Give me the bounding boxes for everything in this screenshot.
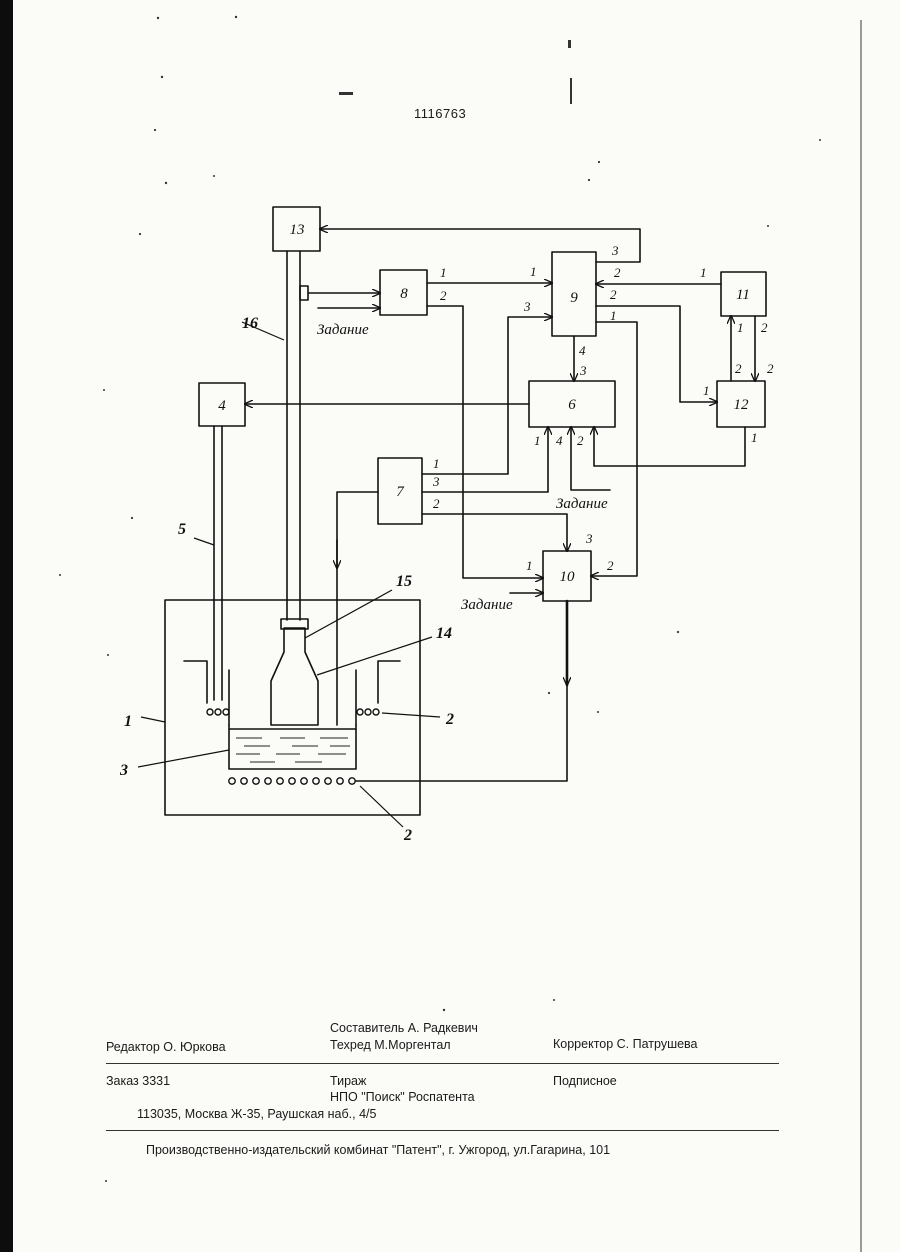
port-8-out1: 1 bbox=[440, 265, 447, 280]
chamber bbox=[165, 600, 420, 815]
corrector-line: Корректор С. Патрушева bbox=[553, 1037, 698, 1051]
port-12-in2: 2 bbox=[735, 361, 742, 376]
port-9-in2: 2 bbox=[614, 265, 621, 280]
block-7-label: 7 bbox=[396, 484, 405, 500]
port-12-in2b: 2 bbox=[767, 361, 774, 376]
callout-15: 15 bbox=[396, 573, 412, 590]
circulation-line: Тираж bbox=[330, 1074, 366, 1088]
port-7-out2: 2 bbox=[433, 496, 440, 511]
line-7-to-10 bbox=[422, 514, 567, 551]
callout-2-upper: 2 bbox=[445, 711, 454, 728]
line-7-to-6 bbox=[422, 427, 548, 492]
line-9-to-13 bbox=[320, 229, 640, 262]
port-9-out3: 3 bbox=[611, 243, 619, 258]
editor-line: Редактор О. Юркова bbox=[106, 1040, 226, 1054]
port-7-out3: 3 bbox=[432, 474, 440, 489]
block-11-label: 11 bbox=[736, 287, 750, 303]
divider-bottom bbox=[106, 1130, 779, 1131]
port-10-in1: 1 bbox=[526, 558, 533, 573]
block-8-label: 8 bbox=[400, 286, 408, 302]
callout-5: 5 bbox=[178, 521, 186, 538]
divider-top bbox=[106, 1063, 779, 1064]
setpoint-label-8: Задание bbox=[317, 322, 369, 338]
callout-3: 3 bbox=[119, 762, 128, 779]
line-12-to-6 bbox=[594, 427, 745, 466]
setpoint-label-6: Задание bbox=[556, 496, 608, 512]
line-9-to-10 bbox=[591, 322, 637, 576]
line-10-to-heater bbox=[356, 685, 567, 781]
order-line: Заказ 3331 bbox=[106, 1074, 170, 1088]
port-6-in1: 1 bbox=[534, 433, 541, 448]
bottle bbox=[271, 628, 318, 725]
block-10-label: 10 bbox=[560, 569, 576, 585]
block-4-label: 4 bbox=[218, 398, 226, 414]
port-10-in2: 2 bbox=[607, 558, 614, 573]
port-9-in3: 3 bbox=[523, 299, 531, 314]
port-11-in1: 1 bbox=[737, 320, 744, 335]
port-6-in4: 4 bbox=[556, 433, 563, 448]
plant-line: Производственно-издательский комбинат "П… bbox=[146, 1143, 610, 1157]
port-6-in3: 3 bbox=[579, 363, 587, 378]
block-9-label: 9 bbox=[570, 290, 578, 306]
port-7-out1: 1 bbox=[433, 456, 440, 471]
block-6-label: 6 bbox=[568, 397, 576, 413]
block-12-label: 12 bbox=[734, 397, 750, 413]
rod-sensor bbox=[300, 286, 308, 300]
callout-14: 14 bbox=[436, 625, 452, 642]
port-9-in1: 1 bbox=[530, 264, 537, 279]
line-8-to-10 bbox=[427, 306, 543, 578]
vessel-right-rim bbox=[378, 661, 400, 703]
port-8-out2: 2 bbox=[440, 288, 447, 303]
block-13-label: 13 bbox=[290, 222, 305, 238]
port-9-out4: 4 bbox=[579, 343, 586, 358]
callout-2-lower: 2 bbox=[403, 827, 412, 844]
line-7-to-9 bbox=[422, 317, 552, 474]
port-9-out1: 1 bbox=[610, 308, 617, 323]
callout-1: 1 bbox=[124, 713, 132, 730]
scan-specks bbox=[59, 16, 821, 1182]
subscription-line: Подписное bbox=[553, 1074, 617, 1088]
port-11-out2: 2 bbox=[761, 320, 768, 335]
port-11-out1: 1 bbox=[700, 265, 707, 280]
port-12-out1: 1 bbox=[751, 430, 758, 445]
bath bbox=[229, 725, 356, 769]
port-6-in2: 2 bbox=[577, 433, 584, 448]
compiler-line: Составитель А. Радкевич bbox=[330, 1021, 478, 1035]
heater-coils bbox=[207, 709, 379, 784]
address-line: 113035, Москва Ж-35, Раушская наб., 4/5 bbox=[137, 1107, 376, 1121]
port-10-in3: 3 bbox=[585, 531, 593, 546]
vessel-left-rim bbox=[184, 661, 207, 703]
setpoint-label-10: Задание bbox=[461, 597, 513, 613]
port-9-in2b: 2 bbox=[610, 287, 617, 302]
publisher-line: НПО "Поиск" Роспатента bbox=[330, 1090, 475, 1104]
callout-16: 16 bbox=[242, 315, 258, 332]
port-12-in1: 1 bbox=[703, 383, 710, 398]
techred-line: Техред М.Моргентал bbox=[330, 1038, 451, 1052]
